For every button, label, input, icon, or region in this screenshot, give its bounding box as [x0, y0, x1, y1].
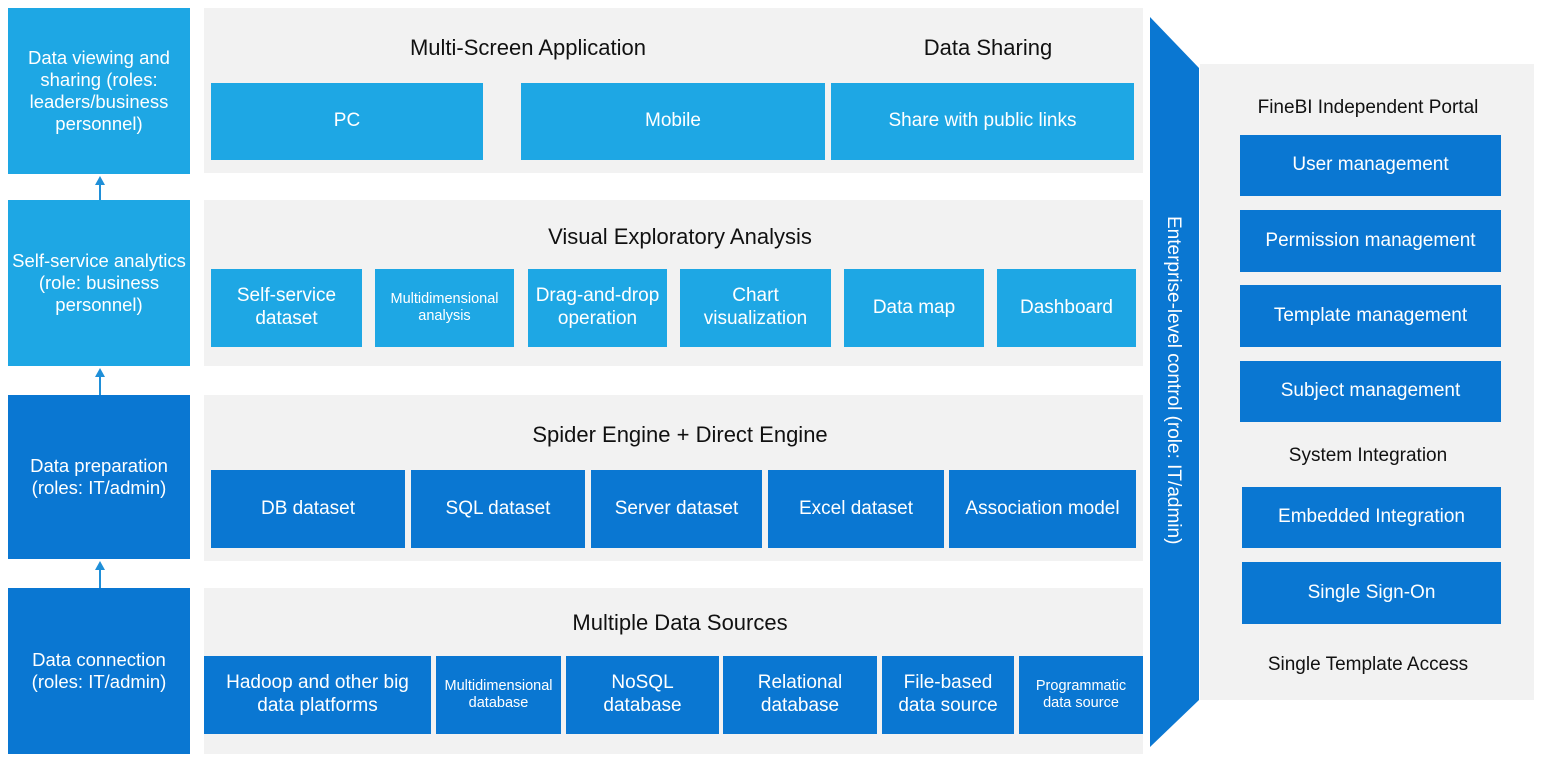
node-permission-management: Permission management	[1240, 210, 1501, 272]
node-server-dataset: Server dataset	[591, 470, 762, 548]
node-pc: PC	[211, 83, 483, 160]
node-user-management: User management	[1240, 135, 1501, 196]
node-multidimensional-database: Multidimensional database	[436, 656, 561, 734]
node-association-model: Association model	[949, 470, 1136, 548]
panel-title-visual-exploratory: Visual Exploratory Analysis	[548, 224, 812, 249]
node-file-based-data-source: File-based data source	[882, 656, 1014, 734]
node-data-map: Data map	[844, 269, 984, 347]
node-share-public-links: Share with public links	[831, 83, 1134, 160]
layer-data-viewing: Data viewing and sharing (roles: leaders…	[8, 8, 190, 174]
node-excel-dataset: Excel dataset	[768, 470, 944, 548]
node-embedded-integration: Embedded Integration	[1242, 487, 1501, 548]
portal-title: FineBI Independent Portal	[1257, 97, 1479, 118]
single-template-access: Single Template Access	[1267, 654, 1469, 675]
panel-title-data-sources: Multiple Data Sources	[572, 610, 788, 635]
node-db-dataset: DB dataset	[211, 470, 405, 548]
layer-data-connection: Data connection (roles: IT/admin)	[8, 588, 190, 754]
node-template-management: Template management	[1240, 285, 1501, 347]
node-programmatic-data-source: Programmatic data source	[1019, 656, 1143, 734]
arrow-up-icon	[95, 561, 105, 588]
panel-title-engine: Spider Engine + Direct Engine	[532, 422, 828, 447]
layer-self-service-analytics: Self-service analytics (role: business p…	[8, 200, 190, 366]
node-hadoop: Hadoop and other big data platforms	[204, 656, 431, 734]
node-self-service-dataset: Self-service dataset	[211, 269, 362, 347]
panel-title-multi-screen: Multi-Screen Application	[409, 35, 646, 60]
enterprise-control-band	[1150, 17, 1199, 747]
node-sql-dataset: SQL dataset	[411, 470, 585, 548]
node-drag-and-drop: Drag-and-drop operation	[528, 269, 667, 347]
panel-title-data-sharing: Data Sharing	[923, 35, 1053, 60]
enterprise-control-label: Enterprise-level control (role: IT/admin…	[1163, 215, 1184, 545]
node-mobile: Mobile	[521, 83, 825, 160]
node-relational-database: Relational database	[723, 656, 877, 734]
arrow-up-icon	[95, 176, 105, 200]
node-nosql-database: NoSQL database	[566, 656, 719, 734]
node-chart-visualization: Chart visualization	[680, 269, 831, 347]
layer-data-preparation: Data preparation (roles: IT/admin)	[8, 395, 190, 559]
node-single-sign-on: Single Sign-On	[1242, 562, 1501, 624]
system-integration-title: System Integration	[1288, 445, 1448, 466]
node-multidimensional-analysis: Multidimensional analysis	[375, 269, 514, 347]
node-dashboard: Dashboard	[997, 269, 1136, 347]
node-subject-management: Subject management	[1240, 361, 1501, 422]
arrow-up-icon	[95, 368, 105, 395]
